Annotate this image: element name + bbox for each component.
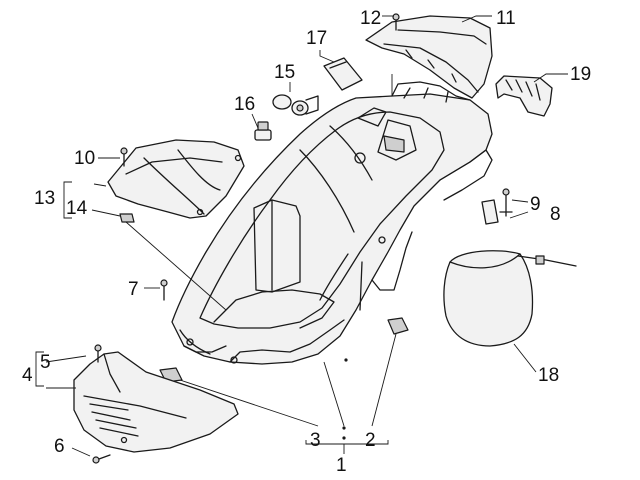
part-16-holder bbox=[254, 121, 272, 141]
leader-lines bbox=[45, 15, 568, 457]
part-6-screw bbox=[92, 454, 111, 464]
callout-15: 15 bbox=[274, 62, 295, 83]
callout-9: 9 bbox=[530, 194, 541, 215]
callout-7: 7 bbox=[128, 279, 139, 300]
helmet-compartment-body bbox=[171, 81, 493, 365]
part-4-cover bbox=[73, 351, 239, 453]
callout-18: 18 bbox=[538, 365, 559, 386]
callout-10: 10 bbox=[74, 148, 95, 169]
part-10-screw bbox=[120, 147, 128, 167]
part-2-clip bbox=[387, 317, 409, 335]
callout-17: 17 bbox=[306, 28, 327, 49]
callout-brackets bbox=[35, 181, 389, 454]
callout-16: 16 bbox=[234, 94, 255, 115]
callout-6: 6 bbox=[54, 436, 65, 457]
callout-8: 8 bbox=[550, 204, 561, 225]
callout-13: 13 bbox=[34, 188, 55, 209]
callout-11: 11 bbox=[496, 8, 516, 29]
part-17-plate bbox=[323, 57, 363, 91]
callout-1: 1 bbox=[336, 455, 347, 476]
callout-12: 12 bbox=[360, 8, 381, 29]
part-19-grip bbox=[495, 75, 553, 117]
callout-14: 14 bbox=[66, 198, 88, 219]
callout-5: 5 bbox=[40, 352, 51, 373]
part-14-clip bbox=[119, 213, 135, 223]
part-7-screw bbox=[160, 279, 168, 301]
part-9-bracket bbox=[481, 188, 513, 225]
part-11-cover bbox=[365, 15, 493, 99]
part-12-screw bbox=[392, 13, 400, 31]
part-13-cover bbox=[107, 139, 245, 219]
callout-4: 4 bbox=[22, 365, 33, 386]
callout-labels: 1 2 3 4 5 6 7 8 9 10 11 12 13 14 15 16 1… bbox=[22, 8, 591, 476]
part-15-socket bbox=[272, 94, 319, 116]
part-5-screw bbox=[94, 344, 102, 363]
part-18-liner bbox=[443, 250, 577, 347]
callout-2: 2 bbox=[365, 430, 376, 451]
callout-19: 19 bbox=[570, 64, 591, 85]
callout-3: 3 bbox=[310, 430, 321, 451]
